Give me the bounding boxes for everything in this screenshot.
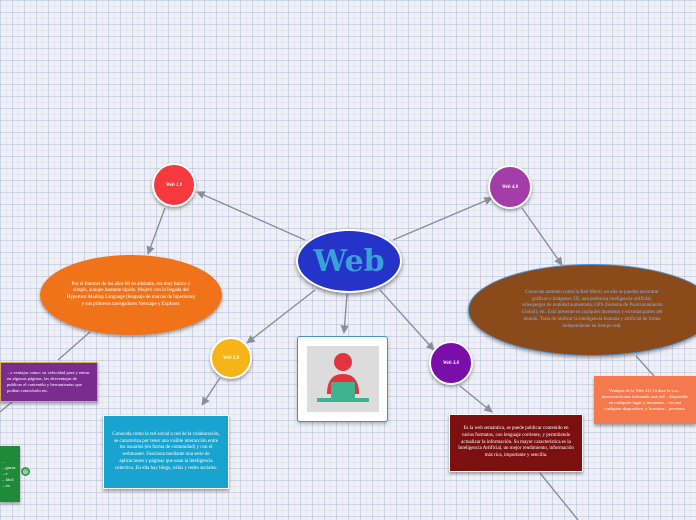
link-icon[interactable]: ⊛	[21, 467, 30, 476]
connector-note-to-green	[0, 401, 13, 413]
node-web20[interactable]: Web 2.0	[210, 337, 252, 379]
node-web30-label: Web 3.0	[442, 360, 460, 366]
connector-web20-to-desc	[201, 377, 221, 406]
web10-description-node[interactable]: Por el Internet de los años 60 en adelan…	[40, 255, 222, 335]
node-web10-label: Web 1.0	[165, 182, 183, 188]
connector-web10desc-to-note	[57, 331, 91, 361]
node-web30[interactable]: Web 3.0	[429, 341, 473, 385]
web40-side-note[interactable]: Ventajas de la Web 4.0: Utiliza la voz..…	[594, 376, 696, 424]
connector-web-to-web10	[196, 191, 306, 241]
central-node-web[interactable]: Web	[296, 229, 402, 293]
web20-description-node[interactable]: Conocida como la red social o red de la …	[103, 415, 229, 489]
connector-web-to-web20	[246, 289, 316, 344]
connector-web30desc-to-below	[539, 472, 579, 520]
web40-description: Conocida también como la Red Móvil, en e…	[521, 289, 663, 329]
web20-description: Conocida como la red social o red de la …	[112, 431, 220, 471]
node-web40-label: Web 4.0	[501, 184, 519, 190]
connector-web40desc-to-note	[635, 355, 655, 377]
web10-side-note-text: ...s ventajas como: su velocidad para y …	[7, 369, 90, 394]
user-at-computer-icon	[306, 346, 379, 412]
web40-description-node[interactable]: Conocida también como la Red Móvil, en e…	[468, 264, 696, 356]
connector-web-to-web30	[379, 289, 435, 351]
person-computer-image	[297, 336, 388, 422]
web30-description: Es la web semántica, se puede publicar c…	[458, 426, 574, 459]
web30-description-node[interactable]: Es la web semántica, se puede publicar c…	[449, 414, 583, 472]
connector-web10-to-desc	[146, 207, 166, 255]
web10-side-note[interactable]: ...s ventajas como: su velocidad para y …	[0, 362, 98, 402]
central-title: Web	[313, 243, 385, 279]
node-web40[interactable]: Web 4.0	[488, 165, 532, 209]
connector-web-to-web40	[392, 197, 493, 241]
web10-description: Por el Internet de los años 60 en adelan…	[66, 281, 196, 307]
web10-green-note[interactable]: ... ...guras ...e ...fácil ...en	[0, 446, 20, 502]
web10-green-note-text: ... ...guras ...e ...fácil ...en	[2, 458, 16, 489]
node-web10[interactable]: Web 1.0	[152, 163, 196, 207]
connector-web-to-image	[340, 293, 349, 334]
node-web20-label: Web 2.0	[222, 355, 240, 361]
connector-web40-to-desc	[521, 207, 563, 266]
connector-web30-to-desc	[459, 385, 493, 413]
web40-side-note-text: Ventajas de la Web 4.0: Utiliza la voz..…	[601, 387, 689, 412]
